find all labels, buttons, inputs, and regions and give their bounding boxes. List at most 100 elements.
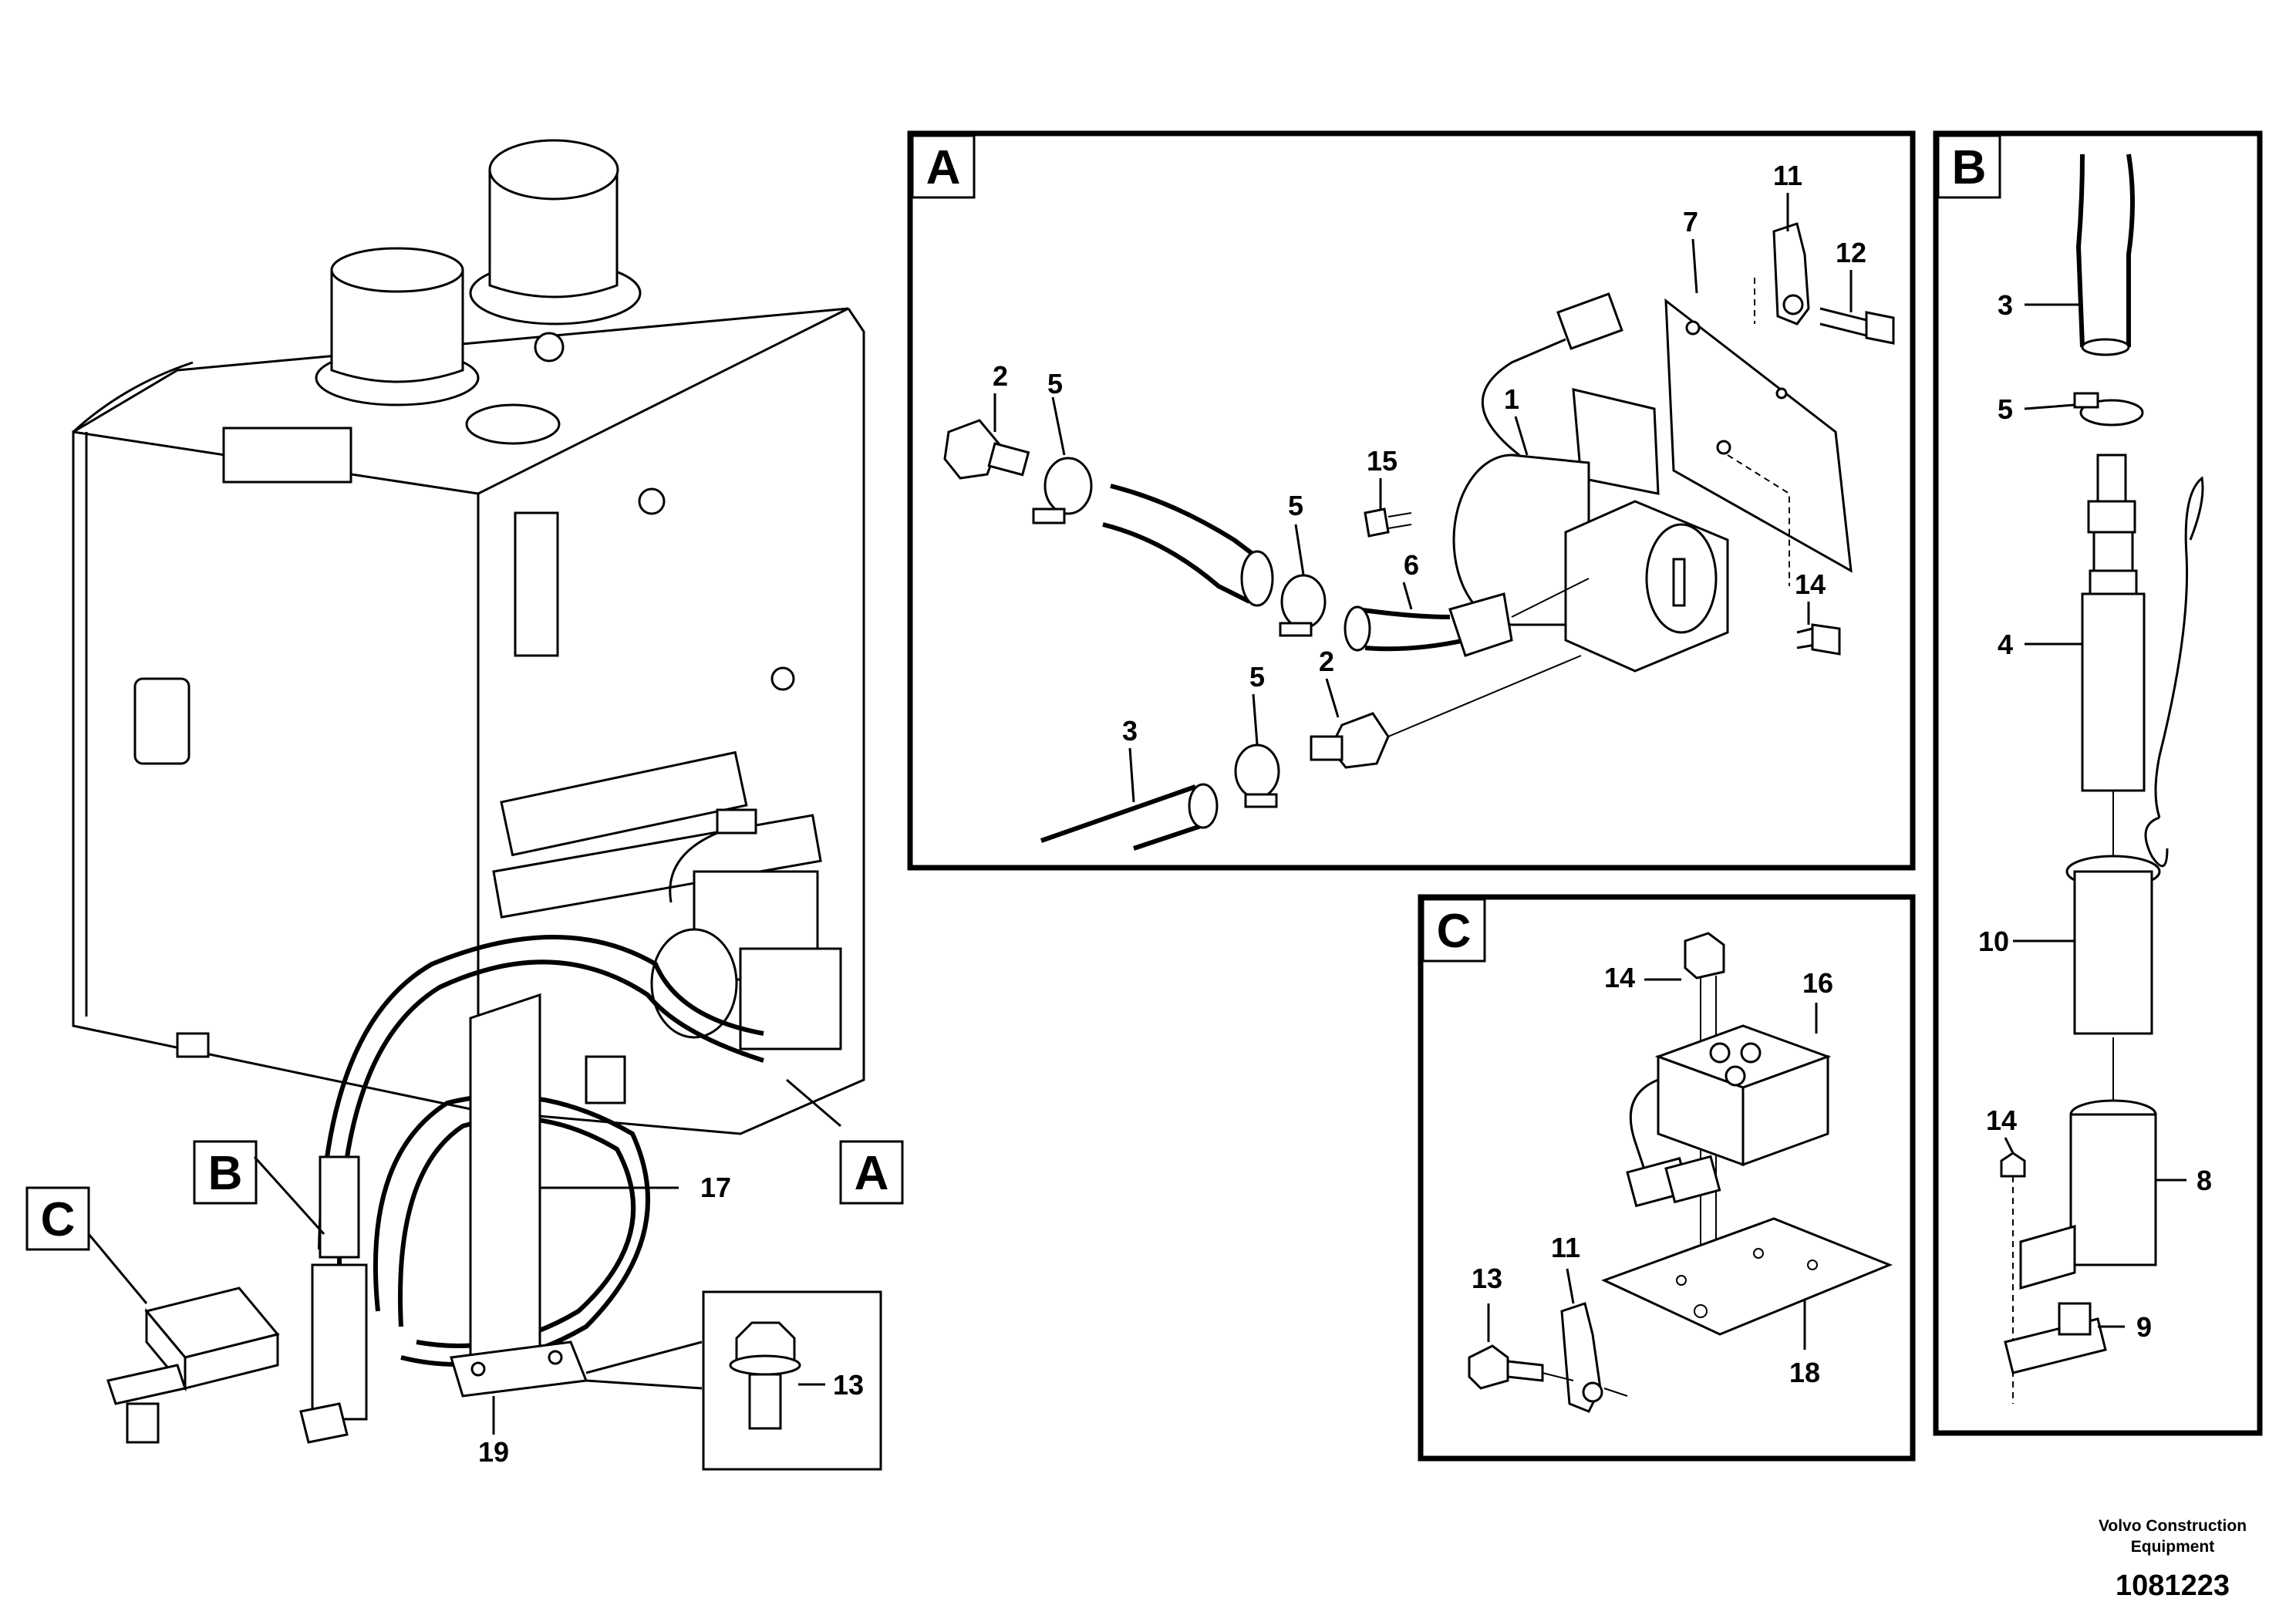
detail-a-callout-3: 3 (1122, 715, 1138, 747)
bolt-12 (1865, 311, 1895, 345)
detail-c-callout-13: 13 (1472, 1263, 1502, 1294)
detail-c-callout-16: 16 (1802, 967, 1833, 999)
fitting-2-upper (943, 419, 1000, 480)
callout-17: 17 (700, 1172, 731, 1203)
filler-neck-top (330, 247, 464, 293)
coupler-body-4 (2081, 592, 2146, 792)
view-c-marker-letter: C (41, 1193, 76, 1246)
tank-rail-upper (500, 750, 748, 857)
view-a-marker (839, 1140, 904, 1205)
figure-number: 1081223 (2116, 1570, 2230, 1602)
detail-b-callout-10: 10 (1978, 926, 2009, 957)
detail-a-tag (911, 134, 976, 199)
detail-b-callout-8: 8 (2197, 1165, 2212, 1196)
leader-b (253, 1155, 325, 1236)
hose-6-fitting (1448, 592, 1513, 657)
tank-boss (638, 487, 666, 515)
callout-19: 19 (478, 1436, 509, 1468)
detail-a-callout-15: 15 (1367, 445, 1397, 477)
detail-a-callout-2-upper: 2 (993, 360, 1008, 392)
bolt-15 (1364, 508, 1390, 538)
detail-b-callout-5: 5 (1998, 393, 2013, 425)
breather-cap (488, 139, 619, 201)
cable-connector (1556, 292, 1623, 350)
bracket-upright (469, 993, 541, 1374)
clamp-5-bottom (1234, 744, 1280, 799)
detail-b-tag (1937, 134, 2001, 199)
tank-label-plate (222, 427, 352, 484)
coupler-small (299, 1155, 368, 1444)
detail-c: C 14 16 13 (1418, 894, 1916, 1462)
cup-8 (2069, 1113, 2157, 1266)
pump-housing (739, 947, 842, 1050)
view-a-marker-letter: A (855, 1147, 889, 1200)
footer: Volvo Construction Equipment 1081223 (2099, 1517, 2247, 1602)
tank-latch (133, 677, 190, 765)
connector-c-2 (1664, 1155, 1721, 1204)
detail-b-callout-9: 9 (2136, 1311, 2152, 1343)
filler-neck (330, 268, 464, 383)
detail-a-callout-14: 14 (1795, 568, 1826, 600)
main-assembly: A B C 17 19 13 (25, 139, 904, 1471)
leader-a (786, 1078, 841, 1128)
detail-b-callout-4: 4 (1998, 629, 2013, 660)
bolt-14-b (2000, 1152, 2026, 1178)
detail-c-callout-11: 11 (1551, 1232, 1580, 1263)
unit-c-small (106, 1286, 280, 1444)
coupler-clamp (299, 1402, 349, 1444)
clamp-5-mid (1280, 574, 1327, 629)
coupler-nipple (2096, 454, 2127, 503)
cup-8-tab (2019, 1225, 2076, 1290)
hydraulic-tank (72, 139, 865, 1135)
pump-motor (650, 928, 738, 1039)
detail-c-callout-14: 14 (1604, 962, 1635, 993)
tank-boss (534, 332, 565, 363)
footer-company-line2: Equipment (2131, 1538, 2215, 1556)
bolt-13-c (1468, 1344, 1509, 1390)
detail-b-frame (1933, 130, 2263, 1436)
unit-c-plate (106, 1364, 187, 1405)
motor-bracket (1572, 388, 1660, 495)
detail-b-callout-14: 14 (1986, 1104, 2017, 1136)
coupler-fitting (319, 1155, 360, 1259)
detail-a-callout-12: 12 (1836, 237, 1866, 268)
detail-b-tag-letter: B (1952, 141, 1987, 194)
detail-a-callout-2-lower: 2 (1319, 646, 1334, 677)
detail-a-callout-7: 7 (1683, 206, 1698, 238)
bolt-14-c (1684, 932, 1725, 980)
tank-port (465, 403, 561, 445)
detail-a-tag-letter: A (926, 141, 961, 194)
detail-b-callout-3: 3 (1998, 289, 2013, 321)
tank-bracket-upper (514, 511, 559, 657)
bolt-zoom-box (702, 1290, 882, 1471)
tank-block (585, 1055, 626, 1104)
bolt-14-a (1811, 623, 1841, 656)
view-b-marker (193, 1140, 258, 1205)
tank-boss (770, 666, 795, 691)
clamp-5-left (1043, 457, 1093, 515)
detail-a-callout-6: 6 (1404, 549, 1419, 581)
detail-a-callout-5-left: 5 (1047, 368, 1063, 400)
footer-company-line1: Volvo Construction (2099, 1517, 2247, 1535)
callout-13-main: 13 (833, 1369, 864, 1401)
detail-a-callout-5-mid: 5 (1288, 490, 1303, 521)
detail-c-tag (1421, 898, 1486, 963)
view-c-marker (25, 1186, 90, 1251)
leader-c (87, 1233, 148, 1304)
detail-c-frame (1418, 894, 1916, 1462)
detail-a: A (907, 130, 1916, 871)
tank-rail-lower (492, 814, 822, 919)
pump-assembly-small (650, 808, 842, 1050)
view-b-marker-letter: B (208, 1147, 243, 1200)
breather-filter (488, 168, 619, 298)
support-bracket (450, 993, 588, 1398)
leader-13-zoom (585, 1340, 703, 1390)
detail-a-callout-11: 11 (1773, 160, 1802, 191)
pump-connector (716, 808, 757, 835)
tank-foot (176, 1032, 210, 1058)
detail-a-callout-5-bottom: 5 (1249, 661, 1265, 693)
unit-c-connector (126, 1402, 160, 1444)
flange-bolt (729, 1321, 801, 1430)
